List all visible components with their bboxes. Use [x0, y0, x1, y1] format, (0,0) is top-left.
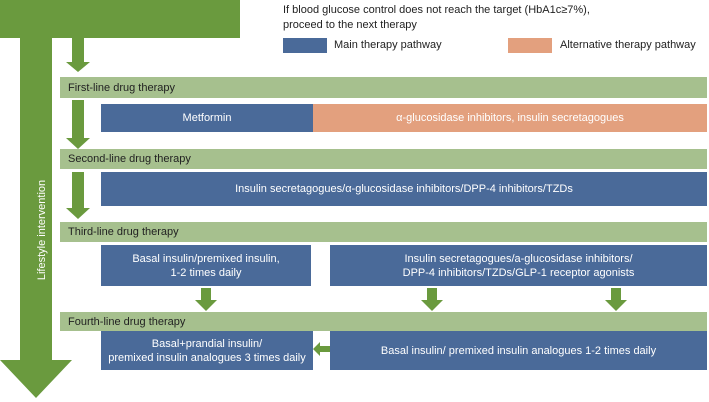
- first-line-main-box: Metformin: [101, 104, 313, 132]
- first-line-title: First-line drug therapy: [68, 81, 175, 94]
- arrow-third-left-down: [195, 288, 217, 311]
- second-line-band: Second-line drug therapy: [60, 149, 707, 169]
- lifestyle-intervention-label: Lifestyle intervention: [36, 179, 48, 281]
- legend-main-label: Main therapy pathway: [334, 39, 442, 51]
- legend-main-swatch: [283, 38, 327, 53]
- fourth-line-right-box: Basal insulin/ premixed insulin analogue…: [330, 331, 707, 370]
- arrow-second-to-third: [66, 172, 90, 219]
- first-line-alt-text: α-glucosidase inhibitors, insulin secret…: [396, 112, 624, 124]
- first-line-band: First-line drug therapy: [60, 77, 707, 98]
- fourth-line-left-box: Basal+prandial insulin/ premixed insulin…: [101, 331, 313, 370]
- fourth-line-left-line2: premixed insulin analogues 3 times daily: [108, 351, 306, 364]
- third-line-band: Third-line drug therapy: [60, 222, 707, 242]
- second-line-main-box: Insulin secretagogues/α-glucosidase inhi…: [101, 172, 707, 206]
- legend-alt-swatch: [508, 38, 552, 53]
- third-line-right-box: Insulin secretagogues/a-glucosidase inhi…: [330, 245, 707, 286]
- third-line-right-line2: DPP-4 inhibitors/TZDs/GLP-1 receptor ago…: [402, 266, 635, 279]
- arrow-first-to-second: [66, 100, 90, 149]
- lifestyle-arrow: [0, 0, 240, 398]
- second-line-main-text: Insulin secretagogues/α-glucosidase inhi…: [235, 183, 573, 195]
- first-line-main-text: Metformin: [182, 112, 232, 124]
- arrow-third-mid-down: [421, 288, 443, 311]
- third-line-left-box: Basal insulin/premixed insulin, 1-2 time…: [101, 245, 311, 286]
- target-note: If blood glucose control does not reach …: [283, 3, 703, 33]
- target-note-line1: If blood glucose control does not reach …: [283, 4, 590, 16]
- arrow-fourth-right-to-left: [313, 342, 330, 356]
- third-line-left-line2: 1-2 times daily: [170, 266, 242, 279]
- arrow-top-to-first: [66, 38, 90, 72]
- second-line-title: Second-line drug therapy: [68, 153, 191, 165]
- legend-alt-label: Alternative therapy pathway: [560, 39, 696, 51]
- arrow-third-right-down: [605, 288, 627, 311]
- third-line-left-line1: Basal insulin/premixed insulin,: [132, 252, 280, 265]
- third-line-title: Third-line drug therapy: [68, 226, 179, 238]
- fourth-line-right-text: Basal insulin/ premixed insulin analogue…: [380, 344, 657, 357]
- target-note-line2: proceed to the next therapy: [283, 19, 417, 31]
- fourth-line-band: Fourth-line drug therapy: [60, 312, 707, 331]
- first-line-alt-box: α-glucosidase inhibitors, insulin secret…: [313, 104, 707, 132]
- fourth-line-title: Fourth-line drug therapy: [68, 315, 186, 328]
- fourth-line-left-line1: Basal+prandial insulin/: [151, 337, 263, 350]
- third-line-right-line1: Insulin secretagogues/a-glucosidase inhi…: [404, 252, 633, 265]
